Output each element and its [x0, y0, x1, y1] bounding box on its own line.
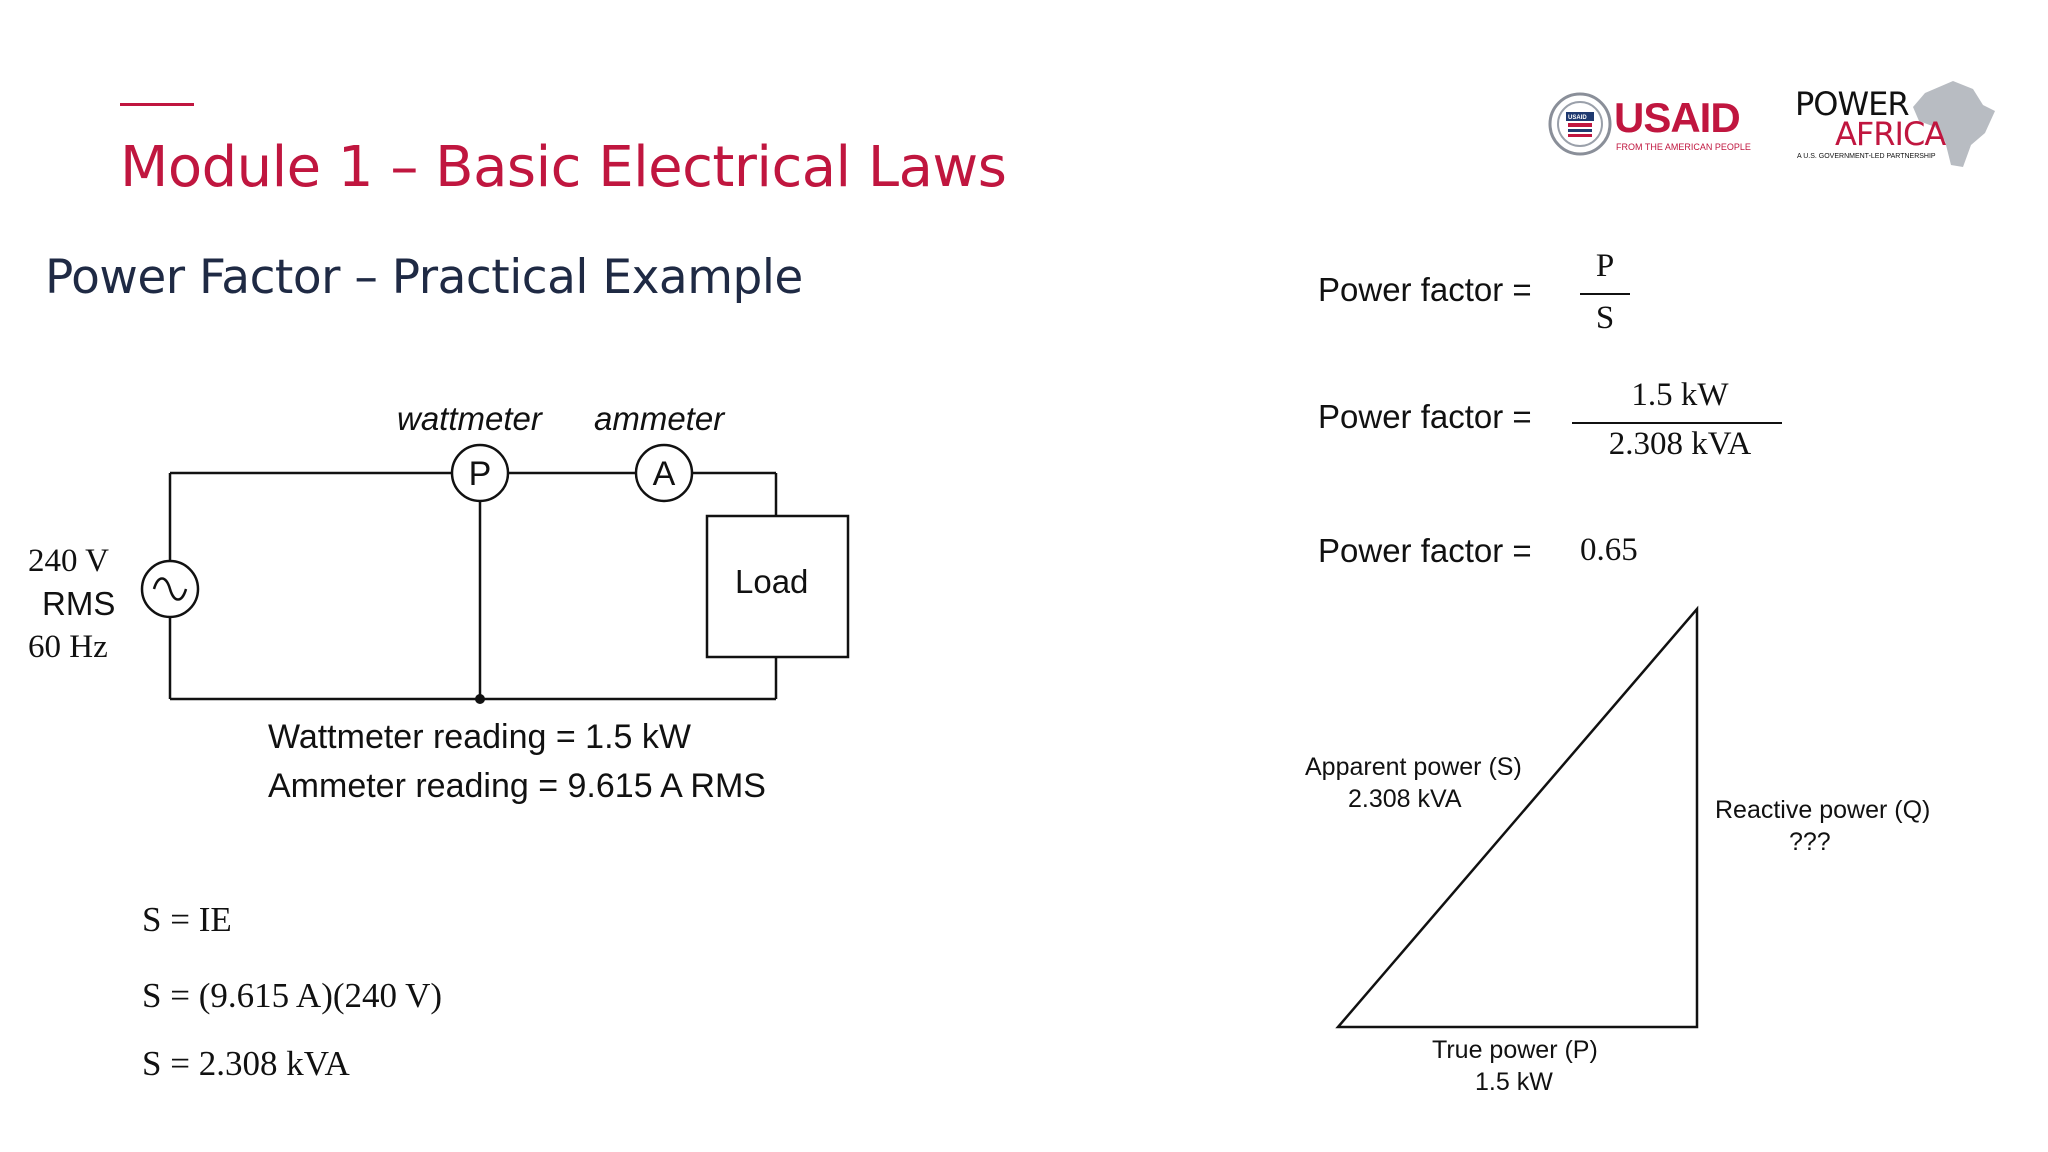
apparent-power-label: Apparent power (S) [1305, 753, 1522, 781]
wattmeter-reading: Wattmeter reading = 1.5 kW [268, 718, 691, 756]
true-power-label: True power (P) [1432, 1036, 1598, 1064]
usaid-seal-icon [1548, 92, 1612, 156]
pf-formula-label: Power factor = [1318, 271, 1532, 308]
equation-s-formula: S = IE [142, 900, 232, 939]
load-label: Load [735, 563, 809, 600]
pf-formula-numerator: P [1595, 248, 1615, 284]
africa-map-icon [1913, 81, 1995, 167]
equation-s-result: S = 2.308 kVA [142, 1044, 350, 1083]
sine-wave-icon [152, 577, 188, 601]
equation-s-substituted: S = (9.615 A)(240 V) [142, 976, 443, 1015]
ammeter-reading: Ammeter reading = 9.615 A RMS [268, 767, 766, 805]
slide-subtitle: Power Factor – Practical Example [45, 250, 803, 305]
title-accent-rule [120, 103, 194, 106]
pf-formula-denominator: S [1595, 300, 1615, 336]
usaid-seal-text: USAID [1568, 115, 1587, 121]
power-africa-logo: POWER AFRICA A U.S. GOVERNMENT-LED PARTN… [1795, 75, 2015, 170]
power-africa-line2: AFRICA [1835, 115, 1946, 153]
source-frequency-label: 60 Hz [28, 629, 108, 665]
usaid-logo: USAID USAID FROM THE AMERICAN PEOPLE [1548, 90, 1751, 158]
pf-formula-fraction-bar [1580, 293, 1630, 295]
pf-values-numerator: 1.5 kW [1631, 377, 1729, 413]
wattmeter-label: wattmeter [397, 400, 542, 437]
wattmeter-symbol: P [468, 455, 492, 493]
load-box [705, 514, 850, 659]
pf-values-label: Power factor = [1318, 398, 1532, 435]
apparent-power-value: 2.308 kVA [1348, 785, 1462, 813]
ammeter [634, 443, 694, 503]
power-africa-tagline: A U.S. GOVERNMENT-LED PARTNERSHIP [1797, 153, 1936, 160]
reactive-power-label: Reactive power (Q) [1715, 796, 1931, 824]
power-africa-line1: POWER [1795, 85, 1910, 123]
pf-values-fraction-bar [1572, 422, 1782, 424]
source-voltage-label: 240 V [28, 543, 109, 579]
pf-result-label: Power factor = [1318, 532, 1532, 569]
power-triangle-shape [1335, 605, 1699, 1029]
junction-dot [475, 694, 485, 704]
usaid-tagline: FROM THE AMERICAN PEOPLE [1616, 142, 1751, 152]
wattmeter [450, 443, 510, 503]
ammeter-label: ammeter [594, 400, 725, 437]
reactive-power-value: ??? [1789, 828, 1831, 856]
pf-values-denominator: 2.308 kVA [1608, 426, 1752, 462]
usaid-wordmark: USAID [1614, 94, 1741, 141]
pf-result-value: 0.65 [1580, 532, 1638, 568]
module-title: Module 1 – Basic Electrical Laws [120, 135, 1007, 200]
ammeter-symbol: A [652, 455, 676, 493]
source-rms-label: RMS [42, 585, 116, 622]
ac-source [140, 559, 200, 619]
true-power-value: 1.5 kW [1475, 1068, 1553, 1096]
